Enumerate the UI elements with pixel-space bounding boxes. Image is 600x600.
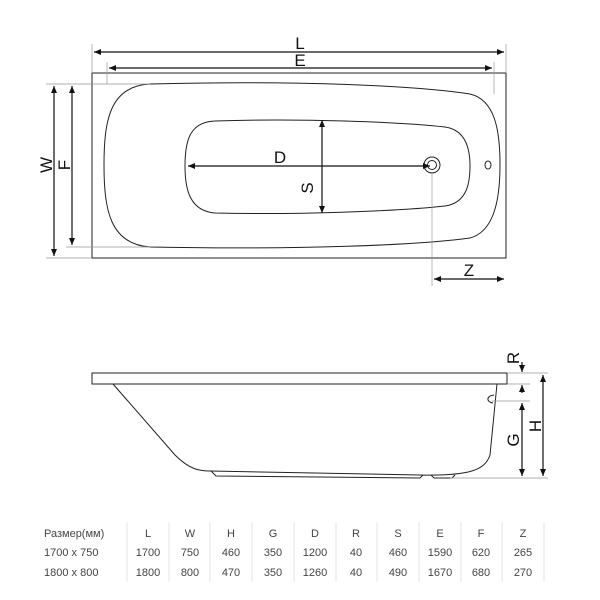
header-H: H <box>227 528 235 540</box>
cell: 460 <box>389 547 407 559</box>
header-D: D <box>311 528 319 540</box>
header-Z: Z <box>520 528 527 540</box>
label-E: E <box>294 51 305 70</box>
header-L: L <box>145 528 151 540</box>
header-G: G <box>269 528 278 540</box>
cell: 1200 <box>303 547 327 559</box>
cell: 1260 <box>303 567 327 579</box>
header-R: R <box>352 528 360 540</box>
cell: 490 <box>389 567 407 579</box>
overflow-side <box>487 394 495 404</box>
header-S: S <box>394 528 401 540</box>
outer-basin-outline <box>103 82 501 249</box>
cell: 800 <box>181 567 199 579</box>
cell: 1800 x 800 <box>44 567 98 579</box>
top-view: L E W F D S Z <box>37 34 507 286</box>
inner-basin-outline <box>184 119 471 215</box>
cell: 1700 <box>136 547 160 559</box>
side-rim <box>91 372 508 385</box>
label-F: F <box>55 160 74 170</box>
cell: 680 <box>472 567 490 579</box>
cell: 470 <box>222 567 240 579</box>
label-R: R <box>504 352 523 364</box>
table-header-row: Размер(мм) L W H G D R S E F Z <box>44 528 527 540</box>
cell: 750 <box>181 547 199 559</box>
label-D: D <box>274 148 286 167</box>
cell: 1670 <box>428 567 452 579</box>
table-row: 1800 x 800 1800 800 470 350 1260 40 490 … <box>44 567 532 579</box>
cell: 350 <box>264 567 282 579</box>
cell: 1590 <box>428 547 452 559</box>
cell: 40 <box>350 547 362 559</box>
label-W: W <box>37 157 56 173</box>
label-H: H <box>526 420 545 432</box>
side-view: R G H <box>91 352 548 479</box>
label-S: S <box>298 182 317 193</box>
header-F: F <box>478 528 485 540</box>
header-E: E <box>436 528 443 540</box>
cell: 265 <box>514 547 532 559</box>
cell: 40 <box>350 567 362 579</box>
header-W: W <box>185 528 196 540</box>
cell: 1800 <box>136 567 160 579</box>
overflow-icon <box>484 160 492 170</box>
label-Z: Z <box>464 261 474 280</box>
cell: 350 <box>264 547 282 559</box>
drain-icon <box>423 156 441 174</box>
label-L: L <box>295 34 304 53</box>
label-G: G <box>504 433 523 446</box>
header-size: Размер(мм) <box>44 528 104 540</box>
table-row: 1700 x 750 1700 750 460 350 1200 40 460 … <box>44 547 532 559</box>
cell: 1700 x 750 <box>44 547 98 559</box>
cell: 460 <box>222 547 240 559</box>
cell: 270 <box>514 567 532 579</box>
tub-rim-outline <box>91 72 507 259</box>
dimensions-table: Размер(мм) L W H G D R S E F Z 1700 x 75… <box>44 522 545 582</box>
side-body-outline <box>112 383 498 476</box>
cell: 620 <box>472 547 490 559</box>
